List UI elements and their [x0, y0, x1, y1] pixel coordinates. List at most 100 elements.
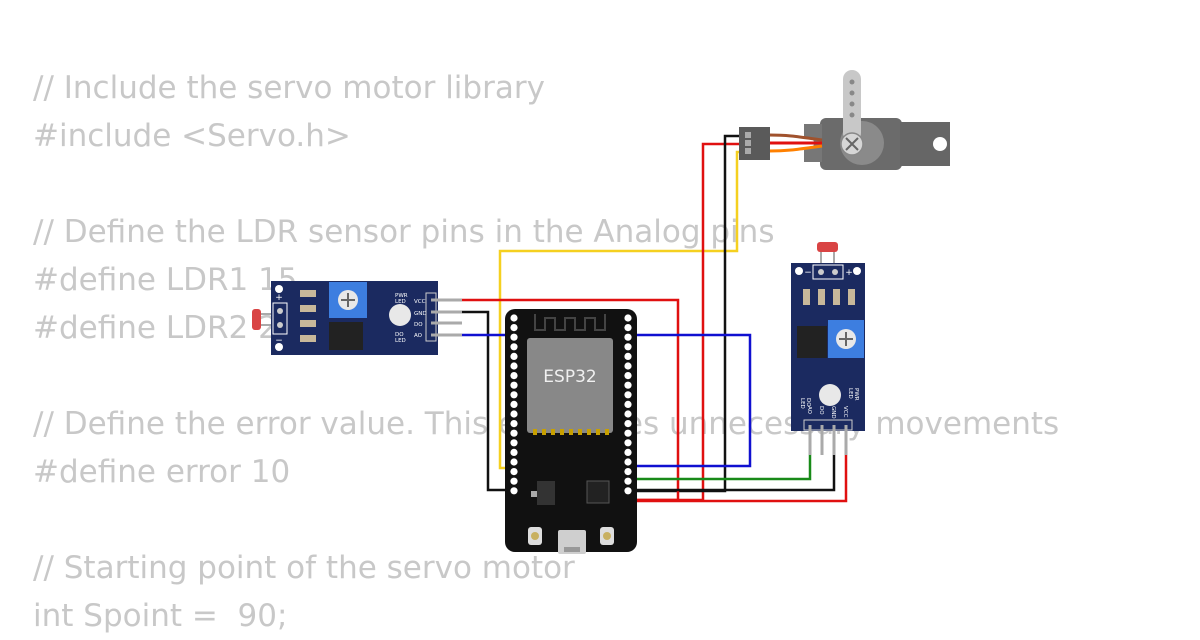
- esp32-pin[interactable]: [510, 429, 518, 437]
- ldr-right-pin-gnd: GND: [830, 406, 836, 419]
- voltage-regulator: [537, 481, 555, 505]
- esp32-pin[interactable]: [624, 400, 632, 408]
- wire-ldr-right-ao: [631, 455, 812, 481]
- esp32-pin[interactable]: [624, 333, 632, 341]
- esp32-pin[interactable]: [510, 324, 518, 332]
- esp32-pin[interactable]: [510, 314, 518, 322]
- wires: [462, 134, 848, 503]
- esp32-pin[interactable]: [510, 352, 518, 360]
- ldr-left-do-led: LED: [395, 338, 406, 344]
- esp32-pin[interactable]: [510, 391, 518, 399]
- ldr-left-pwr: PWR: [395, 293, 408, 299]
- esp32-pin[interactable]: [624, 439, 632, 447]
- code-line: // Starting point of the servo motor: [33, 550, 575, 586]
- module-pad: [533, 429, 537, 435]
- ldr-right-pwr-led: LED: [847, 388, 853, 399]
- esp32-pin[interactable]: [624, 429, 632, 437]
- module-pad: [578, 429, 582, 435]
- esp32-pin[interactable]: [624, 352, 632, 360]
- esp32-pin[interactable]: [510, 439, 518, 447]
- ldr-right-led: [819, 384, 841, 406]
- ldr-right-plus: +: [845, 268, 853, 278]
- wire-ldr-right-gnd: [631, 455, 836, 492]
- ldr-right-pin-ao: AO: [806, 406, 812, 415]
- ldr-left-minus: −: [275, 336, 283, 346]
- ldr-right-do: DO: [805, 398, 811, 407]
- esp32-pin[interactable]: [510, 372, 518, 380]
- esp32-pin[interactable]: [624, 477, 632, 485]
- photoresistor-left: [252, 309, 261, 330]
- ldr-left-pin-ao: AO: [414, 333, 423, 339]
- esp32-pin[interactable]: [510, 410, 518, 418]
- usb-uart-chip: [586, 480, 610, 504]
- ldr-module-right[interactable]: − + DO LED PWR LED AO DO GND VCC: [791, 242, 865, 455]
- wire-ldr-left-gnd: [462, 310, 511, 492]
- esp32-pin[interactable]: [510, 420, 518, 428]
- ldr-left-plus: +: [275, 293, 283, 303]
- module-pad: [560, 429, 564, 435]
- code-background: // Include the servo motor library #inclu…: [33, 64, 1059, 640]
- module-pad: [551, 429, 555, 435]
- code-line: #define error 10: [33, 454, 291, 490]
- esp32-pin[interactable]: [624, 372, 632, 380]
- esp32-pin[interactable]: [510, 458, 518, 466]
- esp32-pin[interactable]: [624, 487, 632, 495]
- code-line: #include <Servo.h>: [33, 118, 351, 154]
- code-line: int Spoint = 90;: [33, 598, 288, 634]
- esp32-label: ESP32: [543, 367, 596, 387]
- wire-servo-signal: [498, 150, 739, 470]
- module-pad: [569, 429, 573, 435]
- esp32-board[interactable]: ESP32: [505, 309, 637, 554]
- ldr-left-pin-do: DO: [414, 322, 423, 328]
- esp32-pin[interactable]: [510, 343, 518, 351]
- ldr-right-pin-vcc: VCC: [842, 406, 848, 418]
- ldr-right-pin-do: DO: [818, 406, 824, 415]
- ldr-right-chip: [797, 326, 827, 358]
- ldr-left-led: [389, 304, 411, 326]
- antenna-trace: [534, 314, 606, 331]
- esp32-pin[interactable]: [510, 333, 518, 341]
- servo-motor[interactable]: [739, 70, 950, 170]
- module-pad: [605, 429, 609, 435]
- code-line: // Define the LDR sensor pins in the Ana…: [33, 214, 775, 250]
- ldr-left-pin-gnd: GND: [414, 311, 427, 317]
- wire-ldr-right-vcc: [631, 455, 848, 503]
- esp32-pin[interactable]: [510, 400, 518, 408]
- module-pad: [596, 429, 600, 435]
- esp32-pin[interactable]: [624, 343, 632, 351]
- esp32-pin[interactable]: [624, 410, 632, 418]
- ldr-module-left[interactable]: + − PWR LED DO LED VCC GND DO AO: [252, 281, 462, 355]
- esp32-pin[interactable]: [624, 468, 632, 476]
- code-line: #define LDR2 2: [33, 310, 278, 346]
- ldr-left-chip: [329, 322, 363, 350]
- servo-connector: [739, 127, 770, 160]
- esp32-pin[interactable]: [510, 362, 518, 370]
- esp32-pin[interactable]: [624, 391, 632, 399]
- esp32-pin[interactable]: [624, 448, 632, 456]
- wire-servo-gnd: [631, 134, 739, 493]
- esp32-pin[interactable]: [624, 420, 632, 428]
- ldr-left-pwr-led: LED: [395, 299, 406, 305]
- ldr-right-minus: −: [804, 268, 812, 278]
- code-line: // Include the servo motor library: [33, 70, 545, 106]
- esp32-pin[interactable]: [510, 477, 518, 485]
- esp32-pin[interactable]: [510, 381, 518, 389]
- module-pad: [587, 429, 591, 435]
- esp32-pin[interactable]: [624, 458, 632, 466]
- esp32-pin[interactable]: [624, 314, 632, 322]
- ldr-left-do: DO: [395, 332, 404, 338]
- photoresistor-right: [817, 242, 838, 252]
- esp32-pin[interactable]: [624, 362, 632, 370]
- module-pad: [542, 429, 546, 435]
- esp32-module: [527, 338, 613, 433]
- ldr-right-pwr: PWR: [853, 388, 859, 401]
- esp32-pin[interactable]: [510, 468, 518, 476]
- esp32-pin[interactable]: [510, 487, 518, 495]
- ldr-left-pin-vcc: VCC: [414, 299, 426, 305]
- esp32-pin[interactable]: [510, 448, 518, 456]
- ldr-right-do-led: LED: [799, 398, 805, 409]
- wire-servo-vcc: [631, 142, 739, 502]
- esp32-pin[interactable]: [624, 381, 632, 389]
- esp32-pin[interactable]: [624, 324, 632, 332]
